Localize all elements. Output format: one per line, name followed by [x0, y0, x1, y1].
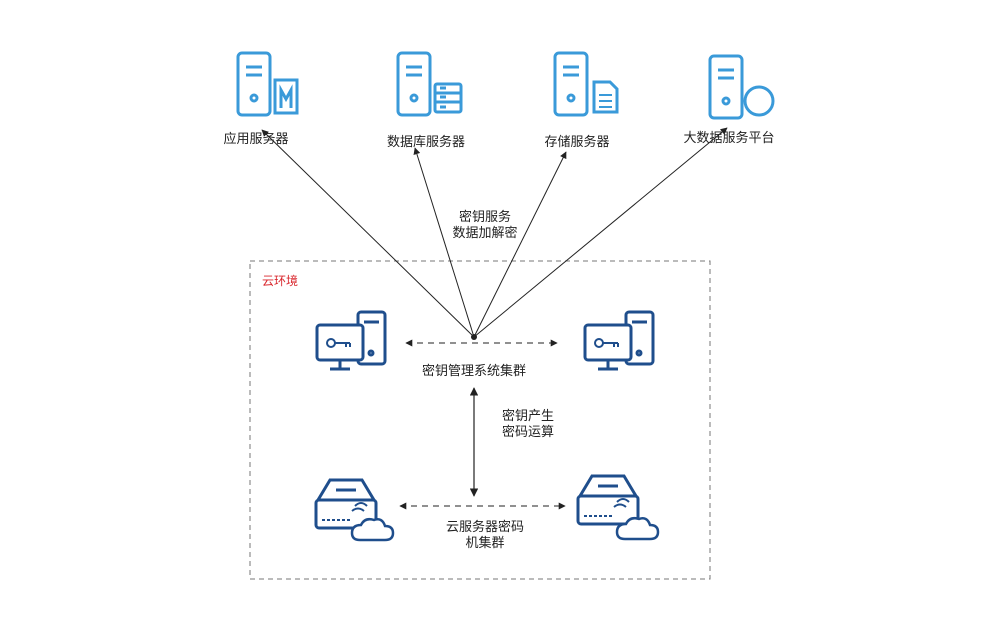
hsm-cluster-line1: 云服务器密码 — [445, 520, 525, 535]
db-server-label: 数据库服务器 — [386, 135, 466, 150]
hsm-cluster-line2: 机集群 — [465, 536, 505, 551]
key-computer-icon — [583, 310, 655, 371]
link-db-server — [413, 147, 475, 338]
key-service-annotation: 密钥服务 数据加解密 — [452, 210, 517, 242]
server-database-icon — [396, 51, 463, 117]
key-operation-line1: 密钥产生 — [501, 409, 555, 424]
server-app-icon — [236, 51, 299, 117]
storage-server-label: 存储服务器 — [544, 135, 610, 150]
cloud-environment-border — [249, 260, 711, 580]
bigdata-server-label: 大数据服务平台 — [683, 131, 775, 146]
key-service-line2: 数据加解密 — [452, 226, 518, 241]
cloud-hsm-icon — [576, 474, 660, 541]
environment-label: 云环境 — [262, 274, 299, 288]
link-storage-server — [473, 151, 567, 338]
hsm-cluster-label: 云服务器密码 机集群 — [446, 520, 524, 552]
connection-lines — [261, 127, 728, 338]
kms-cluster-label: 密钥管理系统集群 — [421, 364, 527, 379]
key-operation-line2: 密码运算 — [501, 425, 555, 440]
link-app-server — [261, 129, 475, 338]
hub-point — [471, 334, 477, 340]
cloud-hsm-icon — [314, 478, 395, 542]
server-bigdata-icon — [708, 54, 775, 120]
app-server-label: 应用服务器 — [223, 132, 289, 147]
server-storage-icon — [553, 51, 619, 117]
key-service-line1: 密钥服务 — [458, 210, 512, 225]
key-operation-annotation: 密钥产生 密码运算 — [502, 409, 554, 441]
link-bigdata-server — [473, 127, 728, 338]
key-computer-icon — [315, 310, 387, 371]
